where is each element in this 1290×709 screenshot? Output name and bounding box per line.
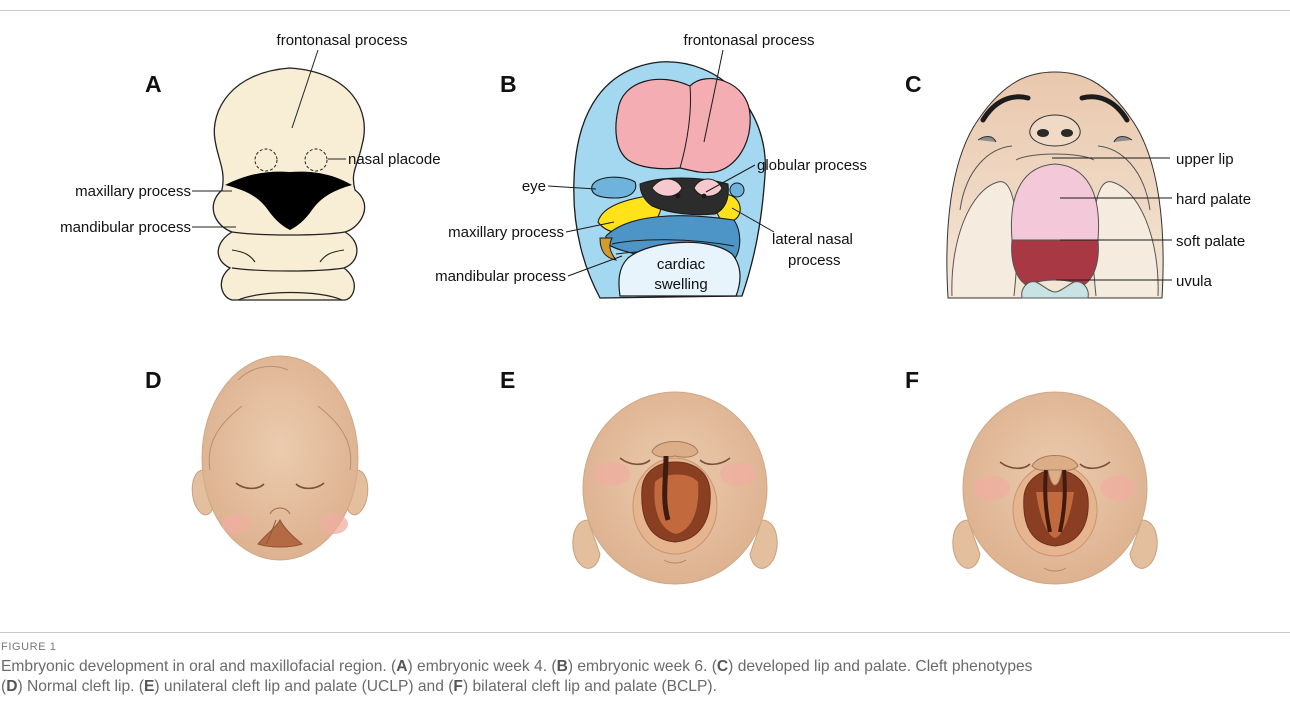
label-frontonasal-b: frontonasal process bbox=[684, 32, 815, 49]
label-uvula: uvula bbox=[1176, 273, 1213, 290]
label-cardiac-line2: swelling bbox=[654, 276, 707, 293]
caption-rule bbox=[0, 632, 1290, 633]
panel-d: D bbox=[145, 356, 368, 560]
label-lateral-nasal-line1: lateral nasal bbox=[772, 231, 853, 248]
eye-b bbox=[592, 177, 636, 198]
caption-line-2: (D) Normal cleft lip. (E) unilateral cle… bbox=[1, 677, 1285, 697]
figure-caption: FIGURE 1 Embryonic development in oral a… bbox=[1, 640, 1285, 697]
panel-letter-b: B bbox=[500, 71, 517, 97]
label-maxillary-b: maxillary process bbox=[448, 224, 564, 241]
panel-letter-a: A bbox=[145, 71, 162, 97]
label-cardiac-line1: cardiac bbox=[657, 256, 706, 273]
figure-label: FIGURE 1 bbox=[1, 640, 1285, 654]
label-mandibular-b: mandibular process bbox=[435, 268, 566, 285]
label-frontonasal-a: frontonasal process bbox=[277, 32, 408, 49]
figure-illustration: A frontonasal process bbox=[0, 0, 1290, 640]
panel-a: A frontonasal process bbox=[60, 32, 440, 300]
soft-palate bbox=[1012, 240, 1099, 286]
label-upper-lip: upper lip bbox=[1176, 151, 1234, 168]
label-globular: globular process bbox=[757, 157, 867, 174]
panel-f: F bbox=[905, 367, 1157, 584]
label-mandibular-a: mandibular process bbox=[60, 219, 191, 236]
panel-letter-d: D bbox=[145, 367, 162, 393]
panel-letter-f: F bbox=[905, 367, 919, 393]
panel-letter-e: E bbox=[500, 367, 515, 393]
label-soft-palate: soft palate bbox=[1176, 233, 1245, 250]
label-maxillary-a: maxillary process bbox=[75, 183, 191, 200]
label-nasal-placode: nasal placode bbox=[348, 151, 441, 168]
panel-e: E bbox=[500, 367, 777, 584]
label-hard-palate: hard palate bbox=[1176, 191, 1251, 208]
panel-letter-c: C bbox=[905, 71, 922, 97]
panel-c: C bbox=[905, 71, 1251, 298]
label-lateral-nasal-line2: process bbox=[788, 252, 841, 269]
caption-line-1: Embryonic development in oral and maxill… bbox=[1, 657, 1285, 677]
panel-b: B bbox=[435, 32, 867, 298]
label-eye: eye bbox=[522, 178, 546, 195]
